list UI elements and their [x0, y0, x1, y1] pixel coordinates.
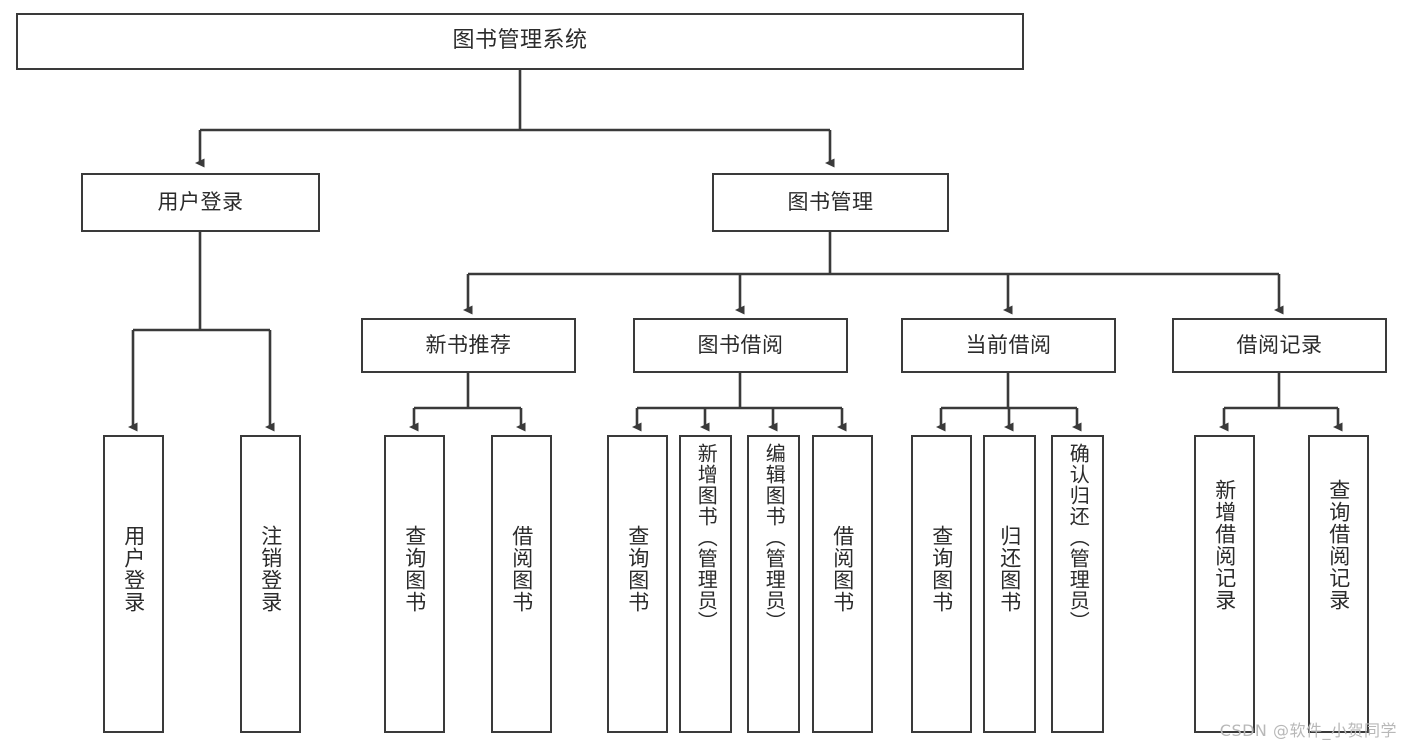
node-user-login[interactable]: 用户登录 [81, 173, 320, 232]
node-leaf-borrow-book-2[interactable]: 借阅图书 [812, 435, 873, 733]
node-leaf-return-book-label: 归还图书 [997, 525, 1022, 613]
node-root[interactable]: 图书管理系统 [16, 13, 1024, 70]
node-leaf-edit-book-label: 编辑图书（管理员） [762, 443, 787, 632]
node-leaf-add-record-label: 新增借阅记录 [1212, 479, 1237, 611]
watermark: CSDN @软件_小贺同学 [1219, 721, 1397, 740]
node-leaf-query-book-3-label: 查询图书 [929, 525, 954, 613]
node-user-login-label: 用户登录 [157, 189, 244, 214]
node-leaf-query-book-1[interactable]: 查询图书 [384, 435, 445, 733]
node-leaf-confirm-return[interactable]: 确认归还（管理员） [1051, 435, 1104, 733]
node-leaf-borrow-book-1[interactable]: 借阅图书 [491, 435, 552, 733]
node-new-book-recommend-label: 新书推荐 [425, 332, 512, 357]
node-new-book-recommend[interactable]: 新书推荐 [361, 318, 576, 373]
node-leaf-add-book[interactable]: 新增图书（管理员） [679, 435, 732, 733]
node-leaf-return-book[interactable]: 归还图书 [983, 435, 1036, 733]
node-leaf-borrow-book-2-label: 借阅图书 [830, 525, 855, 613]
node-leaf-query-book-3[interactable]: 查询图书 [911, 435, 972, 733]
node-leaf-borrow-book-1-label: 借阅图书 [509, 525, 534, 613]
node-leaf-user-login[interactable]: 用户登录 [103, 435, 164, 733]
node-leaf-logout-label: 注销登录 [258, 525, 283, 613]
node-book-borrow[interactable]: 图书借阅 [633, 318, 848, 373]
node-leaf-add-record[interactable]: 新增借阅记录 [1194, 435, 1255, 733]
node-leaf-user-login-label: 用户登录 [121, 525, 146, 613]
node-book-borrow-label: 图书借阅 [697, 332, 784, 357]
node-current-borrow[interactable]: 当前借阅 [901, 318, 1116, 373]
node-leaf-query-record-label: 查询借阅记录 [1326, 479, 1351, 611]
node-leaf-edit-book[interactable]: 编辑图书（管理员） [747, 435, 800, 733]
node-leaf-query-record[interactable]: 查询借阅记录 [1308, 435, 1369, 733]
node-borrow-record[interactable]: 借阅记录 [1172, 318, 1387, 373]
node-leaf-query-book-2-label: 查询图书 [625, 525, 650, 613]
node-book-manage[interactable]: 图书管理 [712, 173, 949, 232]
node-root-label: 图书管理系统 [452, 28, 588, 54]
node-leaf-logout[interactable]: 注销登录 [240, 435, 301, 733]
node-current-borrow-label: 当前借阅 [965, 332, 1052, 357]
node-borrow-record-label: 借阅记录 [1236, 332, 1323, 357]
node-leaf-add-book-label: 新增图书（管理员） [694, 443, 719, 632]
node-leaf-confirm-return-label: 确认归还（管理员） [1066, 443, 1091, 632]
node-book-manage-label: 图书管理 [787, 189, 874, 214]
node-leaf-query-book-2[interactable]: 查询图书 [607, 435, 668, 733]
node-leaf-query-book-1-label: 查询图书 [402, 525, 427, 613]
